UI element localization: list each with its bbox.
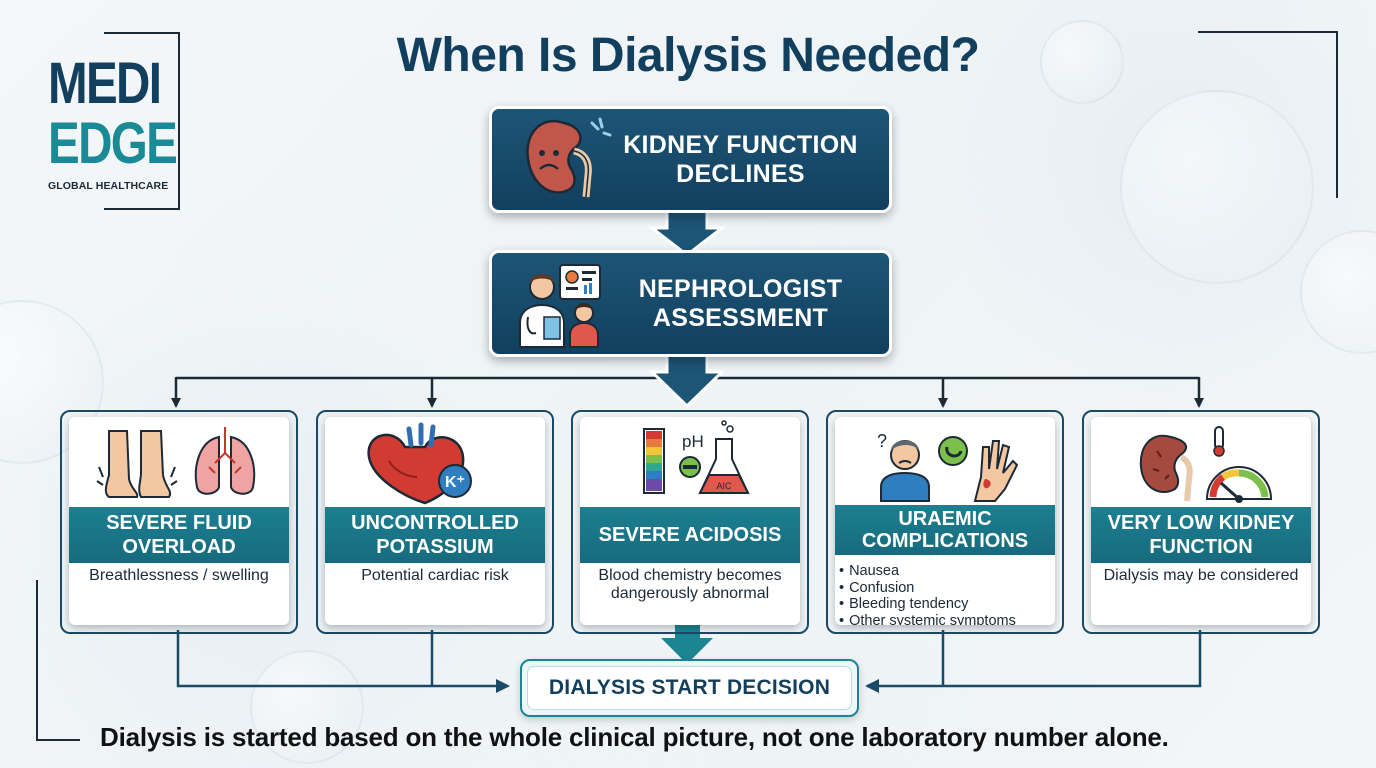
card-very-low-kidney-function: VERY LOW KIDNEY FUNCTION Dialysis may be…	[1082, 410, 1320, 634]
question-mark: ?	[877, 431, 887, 451]
medi-edge-logo: MEDI EDGE GLOBAL HEALTHCARE	[46, 32, 180, 210]
corner-bracket	[1198, 31, 1338, 198]
list-item: Confusion	[839, 580, 1053, 597]
potassium-label: K⁺	[445, 474, 465, 491]
card-title: SEVERE ACIDOSIS	[580, 507, 800, 563]
logo-text-medi: MEDI	[48, 51, 162, 116]
background-bubble	[1040, 20, 1124, 104]
arrow-nephro-to-acidosis	[648, 349, 726, 409]
list-item: Bleeding tendency	[839, 596, 1053, 613]
list-item: Other systemic symptoms	[839, 613, 1053, 626]
step-label: NEPHROLOGIST ASSESSMENT	[638, 274, 843, 332]
card-description: Blood chemistry becomes dangerously abno…	[598, 567, 782, 602]
page-title: When Is Dialysis Needed?	[396, 29, 980, 82]
card-title: SEVERE FLUID OVERLOAD	[69, 507, 289, 563]
card-title: VERY LOW KIDNEY FUNCTION	[1091, 507, 1311, 563]
card-description: Potential cardiac risk	[361, 567, 509, 584]
ph-flask-icon: pH AIC	[643, 420, 750, 494]
dialysis-start-decision: DIALYSIS START DECISION	[520, 659, 859, 717]
arrow-kidney-to-nephro	[647, 205, 727, 257]
logo-frame	[104, 32, 180, 210]
logo-subtitle: GLOBAL HEALTHCARE	[48, 180, 169, 192]
arrow-to-decision	[661, 624, 713, 664]
footer-note: Dialysis is started based on the whole c…	[100, 722, 1169, 752]
doctor-patient-icon	[519, 264, 601, 348]
list-item: Nausea	[839, 563, 1053, 580]
card-description: Dialysis may be considered	[1103, 567, 1299, 584]
logo-text-edge: EDGE	[48, 111, 178, 176]
step-nephrologist-assessment: NEPHROLOGIST ASSESSMENT	[489, 250, 892, 357]
background-bubble	[1120, 90, 1314, 284]
card-severe-fluid-overload: SEVERE FLUID OVERLOAD Breathlessness / s…	[60, 410, 298, 634]
step-label: KIDNEY FUNCTION DECLINES	[623, 130, 858, 188]
card-title: URAEMIC COMPLICATIONS	[835, 505, 1055, 555]
card-symptom-list: Nausea Confusion Bleeding tendency Other…	[839, 563, 1053, 625]
card-uncontrolled-potassium: K⁺ UNCONTROLLED POTASSIUM Potential card…	[316, 410, 554, 634]
card-description: Breathlessness / swelling	[89, 567, 269, 584]
ph-label: pH	[682, 432, 704, 451]
unwell-patient-icon: ?	[877, 431, 1019, 502]
heart-potassium-icon: K⁺	[367, 422, 472, 505]
step-kidney-function-declines: KIDNEY FUNCTION DECLINES	[489, 106, 892, 213]
swollen-legs-lungs-icon	[96, 427, 256, 498]
background-bubble	[250, 650, 364, 764]
kidney-gauge-icon	[1139, 426, 1273, 503]
kidney-icon	[526, 117, 612, 198]
card-severe-acidosis: pH AIC SEVERE ACIDOSIS Blood chemistry b…	[571, 410, 809, 634]
card-title: UNCONTROLLED POTASSIUM	[325, 507, 545, 563]
decision-label: DIALYSIS START DECISION	[527, 666, 852, 710]
card-uraemic-complications: ? URAEMIC COMPLICATIONS Nausea Confusion…	[826, 410, 1064, 634]
flask-label: AIC	[716, 481, 732, 491]
